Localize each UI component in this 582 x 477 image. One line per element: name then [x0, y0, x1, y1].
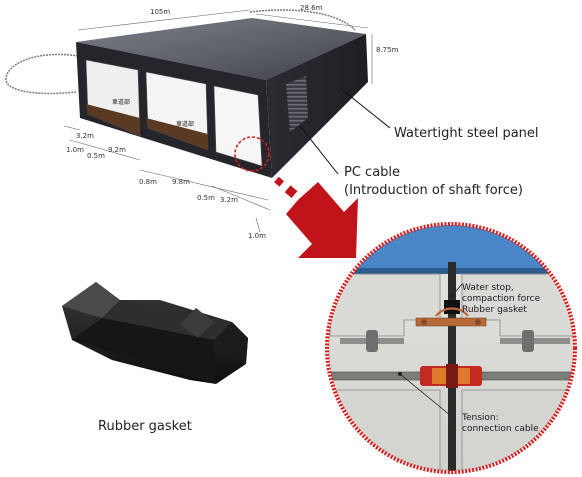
- tunnel-side-face: [266, 34, 368, 178]
- detail-arrow: [274, 176, 358, 258]
- dimension-labels: 105m 28.6m 8.75m 3.2m 1.0m 0.5m 9.2m 0.8…: [66, 4, 399, 240]
- water-stop-clamp: [415, 317, 487, 327]
- dim-d9: 1.0m: [248, 232, 266, 240]
- dim-height: 8.75m: [376, 46, 399, 54]
- rubber-gasket-label: Rubber gasket: [98, 419, 192, 434]
- dim-d5: 0.8m: [139, 178, 157, 186]
- rubber-gasket-detail-label: Rubber gasket: [462, 305, 527, 315]
- lane-label-2: 車道部: [176, 120, 194, 128]
- tunnel-element: 車道部 車道部: [5, 9, 368, 178]
- dim-top-width: 28.6m: [300, 4, 323, 12]
- pc-cable-sub-label: (Introduction of shaft force): [344, 183, 523, 198]
- tunnel-top-surface: [76, 18, 366, 80]
- lifting-wire-right: [249, 9, 356, 31]
- tension-label: Tension:: [461, 413, 499, 423]
- pc-cable-callout-circle: [234, 136, 270, 172]
- watertight-leader: [339, 87, 391, 129]
- rubber-gasket-detail: [444, 300, 460, 314]
- dim-d8: 3.2m: [220, 196, 238, 204]
- compaction-force-label: compaction force: [462, 294, 541, 304]
- dimension-lines: [63, 9, 373, 233]
- dim-d7: 0.5m: [197, 194, 215, 202]
- dim-d3: 0.5m: [87, 152, 105, 160]
- dim-d4: 9.2m: [108, 146, 126, 154]
- joint-detail-view: Water stop, compaction force Rubber gask…: [325, 222, 577, 474]
- watertight-panel-label: Watertight steel panel: [394, 126, 539, 141]
- dim-d6: 9.8m: [172, 178, 190, 186]
- lane-floor-left: [86, 104, 140, 136]
- dim-d1: 3.2m: [76, 132, 94, 140]
- water-stop-label: Water stop,: [462, 283, 514, 293]
- lane-floor-center: [146, 118, 208, 150]
- pc-cable-leader: [299, 125, 339, 175]
- dim-d2: 1.0m: [66, 146, 84, 154]
- detail-circle-border: [325, 222, 577, 474]
- tunnel-grille: [286, 76, 308, 132]
- pc-cable-label: PC cable: [344, 165, 400, 180]
- tunnel-cell-right: [213, 85, 263, 167]
- connection-cable-label: connection cable: [462, 424, 539, 434]
- lane-label-1: 車道部: [112, 98, 130, 106]
- lifting-wire: [5, 53, 79, 95]
- dim-top-length: 105m: [150, 8, 170, 16]
- rubber-gasket-photo: [62, 282, 248, 384]
